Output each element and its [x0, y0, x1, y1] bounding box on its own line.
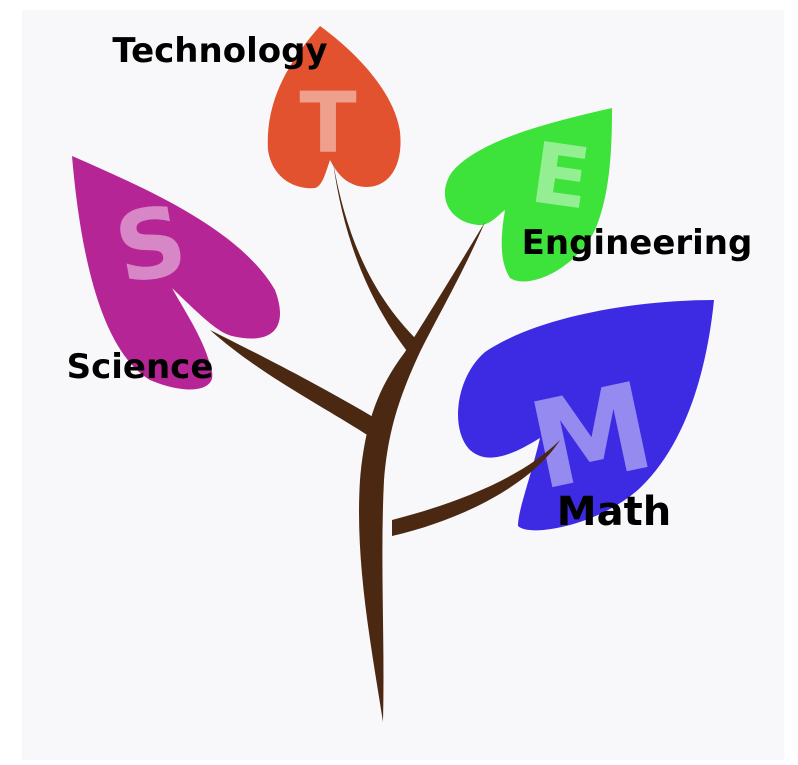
technology-label: Technology	[112, 31, 327, 71]
branch-science	[210, 330, 378, 440]
science-leaf	[72, 156, 281, 390]
engineering-leaf-letter: E	[525, 124, 595, 229]
tree-trunk	[210, 162, 560, 722]
math-leaf-letter: M	[519, 357, 665, 518]
technology-leaf	[267, 26, 401, 189]
engineering-leaf	[444, 108, 612, 282]
science-label: Science	[67, 347, 214, 387]
math-label: Math	[557, 489, 671, 535]
math-leaf	[458, 300, 714, 531]
branch-technology	[333, 162, 415, 355]
trunk-main	[359, 222, 485, 722]
technology-leaf-letter: T	[299, 74, 356, 172]
branch-math	[392, 440, 560, 536]
engineering-label: Engineering	[522, 223, 753, 263]
